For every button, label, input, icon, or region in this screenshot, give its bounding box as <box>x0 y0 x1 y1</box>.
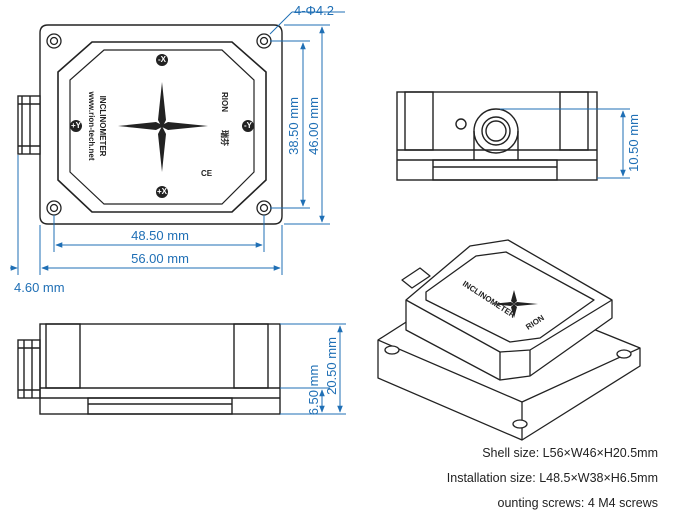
axis-marker-pos-y <box>70 120 82 132</box>
dim-edge-offset: 4.60 mm <box>14 280 65 295</box>
isometric-star-icon <box>490 290 538 318</box>
axis-label-neg-y: -Y <box>244 121 253 130</box>
axis-label-pos-y: +Y <box>71 121 82 130</box>
spec-shell-size: Shell size: L56×W46×H20.5mm <box>482 446 658 460</box>
website-text: www.rion-tech.net <box>87 90 96 160</box>
model-text: INCLINOMETER <box>98 96 107 157</box>
axis-label-neg-x: -X <box>158 55 167 64</box>
axis-label-pos-x: +X <box>157 187 168 196</box>
ce-mark: CE <box>201 169 213 178</box>
dim-flange-height: 6.50 mm <box>306 365 321 416</box>
dim-inner-width: 38.50 mm <box>286 97 301 155</box>
front-view <box>17 323 281 415</box>
dim-hole-callout: 4-Φ4.2 <box>294 3 334 18</box>
axis-marker-neg-x <box>156 54 168 66</box>
brand-logo-text: RION <box>220 92 229 112</box>
mounting-holes <box>46 33 272 216</box>
axis-marker-neg-y <box>242 120 254 132</box>
top-view-dimensions <box>10 11 345 275</box>
axis-star-icon <box>118 82 208 172</box>
top-view <box>17 24 283 225</box>
spec-installation-size: Installation size: L48.5×W38×H6.5mm <box>446 471 658 485</box>
side-view <box>396 91 598 181</box>
dim-total-height: 20.50 mm <box>324 337 339 395</box>
axis-marker-pos-x <box>156 186 168 198</box>
dim-inner-length: 48.50 mm <box>131 228 189 243</box>
side-view-dimensions <box>500 108 630 179</box>
dim-top-height: 10.50 mm <box>626 114 641 172</box>
spec-mounting-screws: ounting screws: 4 M4 screws <box>497 496 658 510</box>
brand-cn-text: 瑞芬 <box>220 130 230 147</box>
isometric-view <box>377 239 641 441</box>
dim-outer-length: 56.00 mm <box>131 251 189 266</box>
front-view-dimensions <box>280 323 346 415</box>
dim-outer-width: 46.00 mm <box>306 97 321 155</box>
